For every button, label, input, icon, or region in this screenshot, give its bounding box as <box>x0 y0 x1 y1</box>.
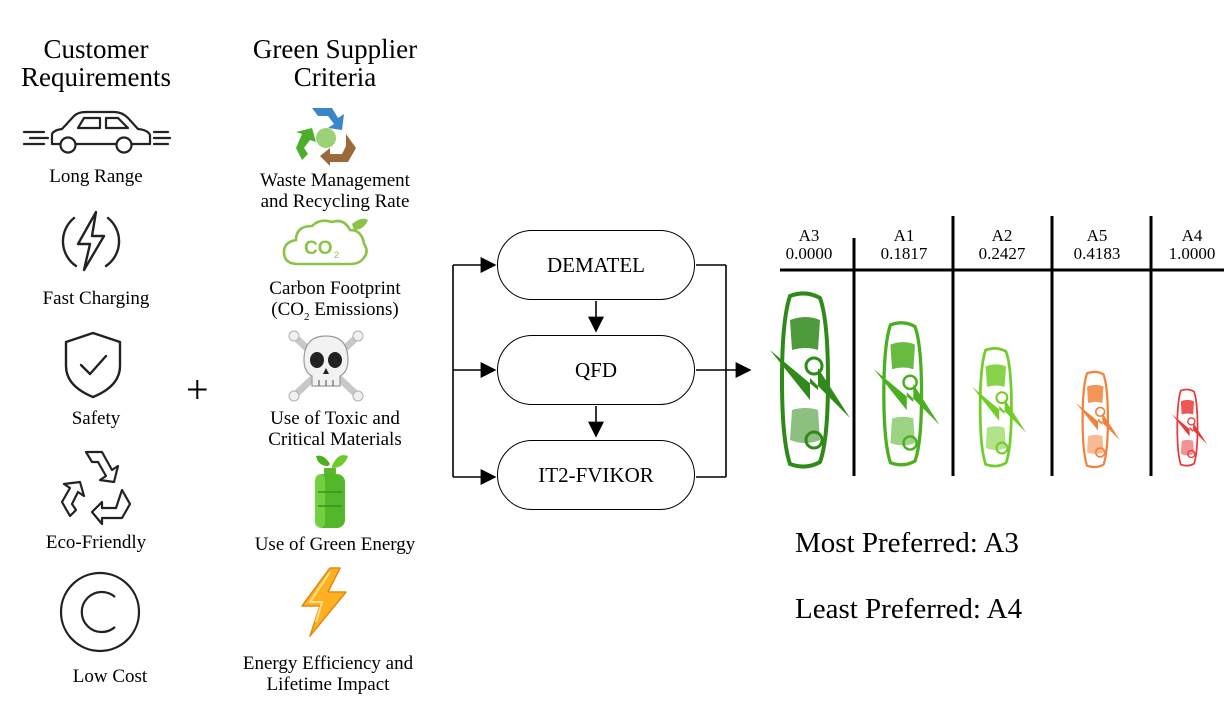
green-item-label: Waste Management and Recycling Rate <box>260 170 410 212</box>
skull-crossbones-icon <box>288 330 364 402</box>
ev-car-a1 <box>872 321 942 467</box>
green-item-label: Use of Toxic and Critical Materials <box>268 408 402 450</box>
lightning-circle-icon <box>61 210 121 272</box>
customer-item-label: Safety <box>71 408 121 429</box>
green-battery-icon <box>315 455 348 528</box>
green-item-label: Use of Green Energy <box>254 534 416 555</box>
qfd-box: QFD <box>497 335 695 405</box>
customer-item-label: Eco-Friendly <box>45 532 147 553</box>
least-preferred-text: Least Preferred: A4 <box>795 593 1023 625</box>
ev-car-a3 <box>768 291 852 469</box>
car-icon <box>22 110 172 154</box>
lightning-bolt-icon <box>301 567 347 637</box>
it2-fvikor-box: IT2-FVIKOR <box>497 440 695 510</box>
ev-car-a2 <box>970 346 1028 468</box>
customer-item-label: Fast Charging <box>42 288 150 309</box>
green-item-label: Energy Efficiency and Lifetime Impact <box>242 653 414 695</box>
co2-cloud-icon: CO 2 <box>282 218 368 266</box>
customer-requirements-title: Customer Requirements <box>6 35 186 91</box>
green-item-label: Carbon Footprint (CO2 Emissions) <box>269 278 401 323</box>
ev-car-a4 <box>1171 388 1209 467</box>
ev-car-a5 <box>1074 370 1122 469</box>
plus-sign: + <box>186 367 209 412</box>
green-title-line2: Criteria <box>293 62 377 92</box>
recycle-icon <box>60 450 132 526</box>
copyright-circle-icon <box>59 571 141 653</box>
recycle-globe-icon <box>296 108 356 166</box>
green-supplier-title: Green Supplier Criteria <box>225 35 445 91</box>
green-title-line1: Green Supplier <box>252 34 418 64</box>
svg-text:CO: CO <box>304 238 333 259</box>
most-preferred-text: Most Preferred: A3 <box>795 527 1019 559</box>
svg-text:2: 2 <box>334 250 339 260</box>
customer-item-label: Long Range <box>49 166 143 187</box>
customer-item-label: Low Cost <box>72 666 148 687</box>
dematel-box: DEMATEL <box>497 230 695 300</box>
customer-title-line1: Customer <box>43 34 149 64</box>
customer-title-line2: Requirements <box>21 62 171 92</box>
shield-check-icon <box>64 331 122 399</box>
